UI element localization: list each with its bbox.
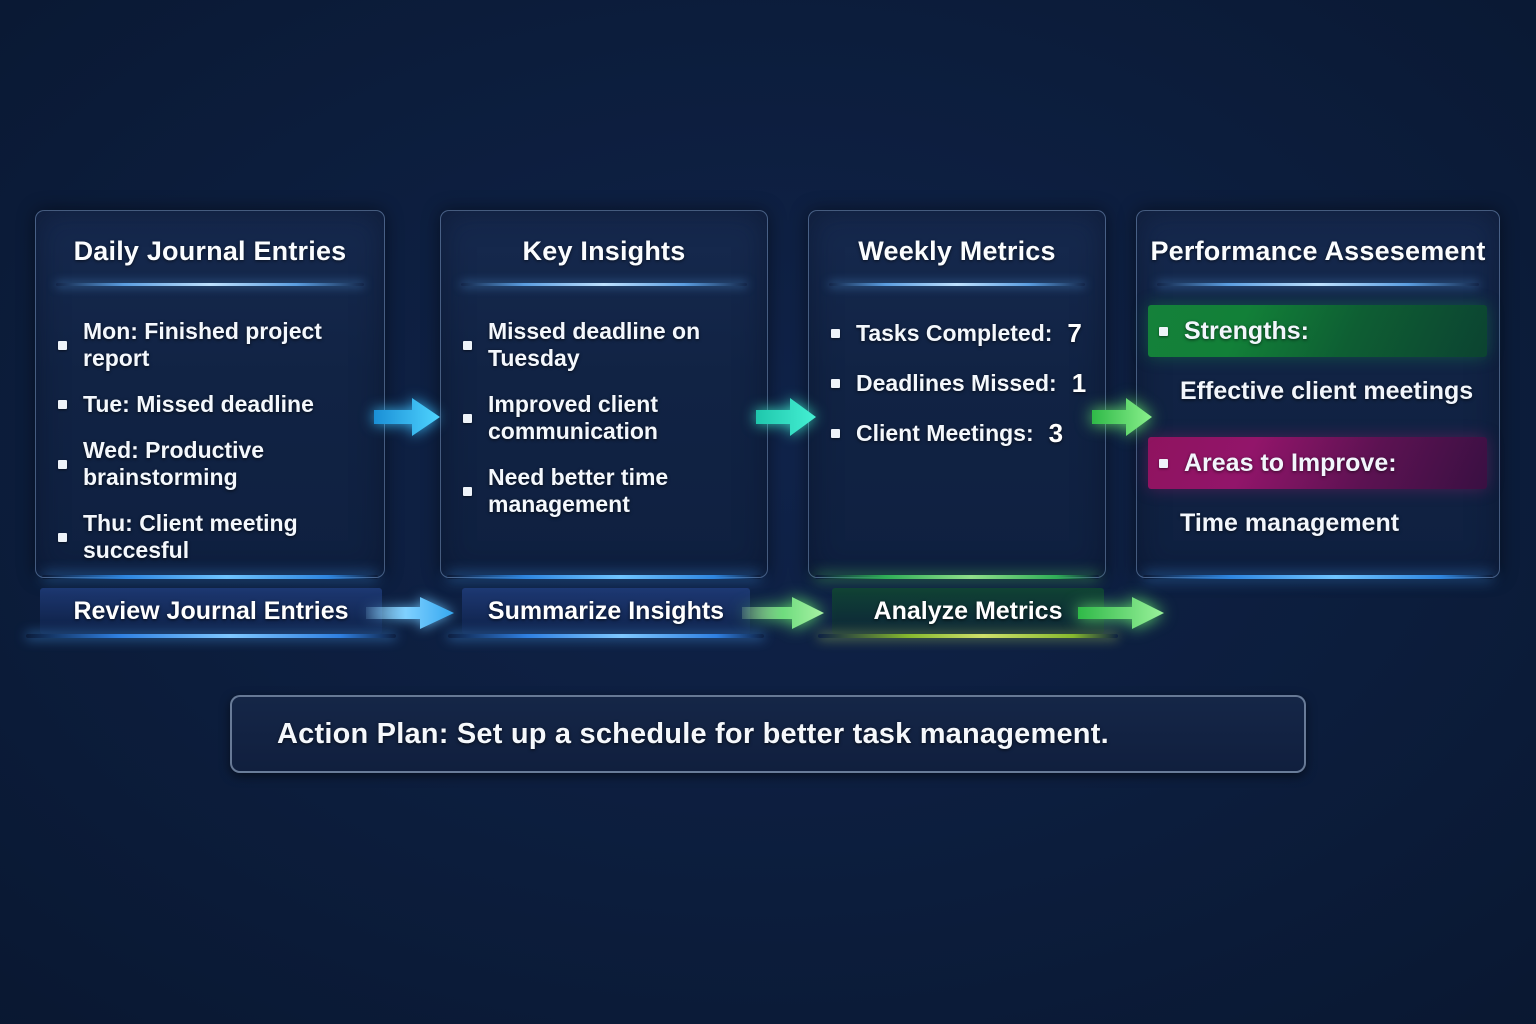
metric-value: 7 — [1067, 318, 1082, 348]
bullet-square-icon — [1159, 458, 1168, 468]
flow-underline — [26, 634, 396, 638]
list-item: Deadlines Missed: 1 — [809, 368, 1105, 399]
journal-entry-list: Mon: Finished project report Tue: Missed… — [36, 318, 384, 564]
list-item: Mon: Finished project report — [36, 318, 384, 372]
panel-bottom-glow — [447, 575, 761, 579]
journal-entry-text: Mon: Finished project report — [83, 318, 322, 371]
flow-step-label: Summarize Insights — [487, 596, 725, 625]
panel-bottom-glow — [42, 575, 378, 579]
strengths-highlight-bar: Strengths: — [1148, 305, 1487, 357]
insight-text: Missed deadline on Tuesday — [488, 318, 701, 371]
list-item: Tasks Completed: 7 — [809, 318, 1105, 349]
title-divider — [461, 283, 747, 286]
title-divider — [829, 283, 1085, 286]
flow-step-label: Analyze Metrics — [873, 596, 1063, 625]
bullet-square-icon — [463, 413, 472, 423]
arrow-right-icon — [742, 594, 826, 637]
strengths-detail: Effective client meetings — [1180, 377, 1474, 405]
bullet-square-icon — [58, 400, 67, 409]
insight-text: Need better time management — [488, 464, 669, 517]
list-item: Need better time management — [441, 464, 767, 518]
bullet-square-icon — [58, 532, 67, 542]
list-item: Missed deadline on Tuesday — [441, 318, 767, 372]
bullet-square-icon — [463, 340, 472, 350]
panel-title: Key Insights — [522, 236, 686, 266]
flow-underline — [448, 634, 764, 638]
journal-entry-text: Thu: Client meeting succesful — [83, 510, 298, 563]
improve-highlight-bar: Areas to Improve: — [1148, 437, 1487, 489]
flow-step-label: Review Journal Entries — [73, 596, 349, 625]
panel-daily-journal-entries: Daily Journal Entries Mon: Finished proj… — [35, 210, 385, 579]
improve-heading: Areas to Improve: — [1184, 448, 1397, 477]
list-item: Improved client communication — [441, 391, 767, 445]
action-plan-box: Action Plan: Set up a schedule for bette… — [230, 695, 1306, 773]
flow-underline — [818, 634, 1118, 638]
arrow-right-icon — [756, 394, 818, 440]
list-item: Tue: Missed deadline — [36, 391, 384, 418]
strengths-heading: Strengths: — [1184, 316, 1309, 345]
section-heading: Strengths: — [1159, 317, 1309, 346]
journal-entry-text: Tue: Missed deadline — [83, 391, 314, 417]
metrics-list: Tasks Completed: 7 Deadlines Missed: 1 Cli… — [809, 318, 1105, 449]
list-item: Wed: Productive brainstorming — [36, 437, 384, 491]
insights-list: Missed deadline on Tuesday Improved clie… — [441, 318, 767, 518]
flow-step-analyze-metrics: Analyze Metrics — [818, 588, 1118, 638]
bullet-square-icon — [831, 329, 840, 338]
journal-entry-text: Wed: Productive brainstorming — [83, 437, 265, 490]
metric-label: Client Meetings: — [856, 420, 1034, 446]
flow-step-review-journal-entries: Review Journal Entries — [26, 588, 396, 638]
flow-step-summarize-insights: Summarize Insights — [448, 588, 764, 638]
bullet-square-icon — [831, 429, 840, 438]
list-item: Thu: Client meeting succesful — [36, 510, 384, 564]
metric-label: Deadlines Missed: — [856, 370, 1057, 396]
bullet-square-icon — [463, 486, 472, 496]
improve-detail: Time management — [1180, 509, 1400, 537]
title-divider — [56, 283, 364, 286]
panel-bottom-glow — [815, 575, 1099, 579]
arrow-right-icon — [1092, 394, 1154, 440]
metric-value: 3 — [1048, 418, 1064, 448]
panel-title: Weekly Metrics — [858, 236, 1056, 266]
arrow-right-icon — [1078, 594, 1166, 637]
bullet-square-icon — [1159, 326, 1168, 336]
bullet-square-icon — [831, 379, 840, 388]
insight-text: Improved client communication — [488, 391, 658, 444]
panel-title: Daily Journal Entries — [73, 236, 347, 266]
metric-value: 1 — [1071, 368, 1087, 398]
metric-label: Tasks Completed: — [856, 320, 1053, 346]
bullet-square-icon — [58, 459, 67, 469]
panel-title: Performance Assesement — [1150, 236, 1486, 266]
panel-key-insights: Key Insights Missed deadline on Tuesday … — [440, 210, 768, 579]
panel-bottom-glow — [1143, 575, 1493, 579]
panel-weekly-metrics: Weekly Metrics Tasks Completed: 7 Deadlin… — [808, 210, 1106, 579]
panel-performance-assessment: Performance Assesement Strengths: Effect… — [1136, 210, 1500, 579]
bullet-square-icon — [58, 340, 67, 350]
section-heading: Areas to Improve: — [1159, 449, 1397, 478]
title-divider — [1157, 283, 1479, 286]
list-item: Client Meetings: 3 — [809, 418, 1105, 449]
arrow-right-icon — [366, 594, 456, 637]
action-plan-text: Action Plan: Set up a schedule for bette… — [277, 717, 1109, 750]
arrow-right-icon — [374, 394, 442, 440]
